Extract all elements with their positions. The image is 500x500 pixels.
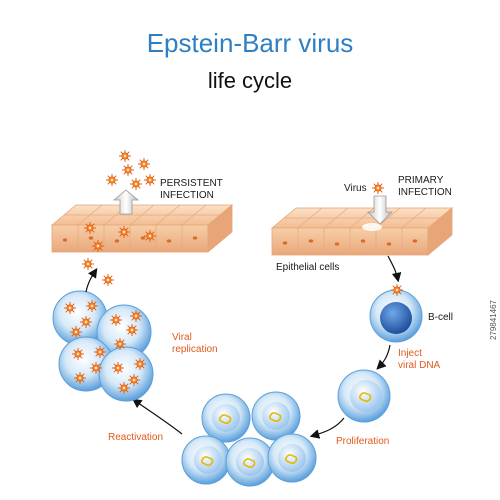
diagram-subtitle: life cycle bbox=[208, 68, 292, 93]
arrow-reactivation bbox=[132, 398, 183, 435]
label-persistent-1: PERSISTENT bbox=[160, 178, 223, 189]
release-arrow bbox=[112, 189, 140, 215]
label-epithelial-cells: Epithelial cells bbox=[276, 262, 339, 273]
arrow-to-bcell bbox=[387, 255, 402, 283]
label-viral-1: Viral bbox=[172, 332, 192, 343]
label-primary-1: PRIMARY bbox=[398, 175, 444, 186]
arrow-to-tissue bbox=[85, 268, 98, 293]
arrow-proliferation bbox=[309, 417, 345, 439]
label-inject-2: viral DNA bbox=[398, 360, 441, 371]
viral-replication-cells bbox=[52, 290, 154, 402]
epithelial-tissue-primary bbox=[270, 207, 454, 256]
label-reactivation: Reactivation bbox=[108, 432, 163, 443]
arrow-inject bbox=[376, 344, 391, 370]
b-cell bbox=[369, 283, 423, 343]
label-persistent-2: INFECTION bbox=[160, 190, 214, 201]
incoming-virus bbox=[371, 181, 385, 195]
label-b-cell: B-cell bbox=[428, 312, 453, 323]
infected-b-cell bbox=[337, 369, 391, 423]
label-proliferation: Proliferation bbox=[336, 436, 389, 447]
label-inject-1: Inject bbox=[398, 348, 422, 359]
label-viral-2: replication bbox=[172, 344, 218, 355]
label-virus: Virus bbox=[344, 183, 367, 194]
label-primary-2: INFECTION bbox=[398, 187, 452, 198]
entry-arrow bbox=[367, 195, 393, 225]
stock-id: 279841467 bbox=[489, 300, 498, 341]
proliferating-cells bbox=[181, 391, 317, 487]
epithelial-tissue-persistent bbox=[50, 204, 234, 253]
diagram-title: Epstein-Barr virus bbox=[147, 28, 354, 58]
